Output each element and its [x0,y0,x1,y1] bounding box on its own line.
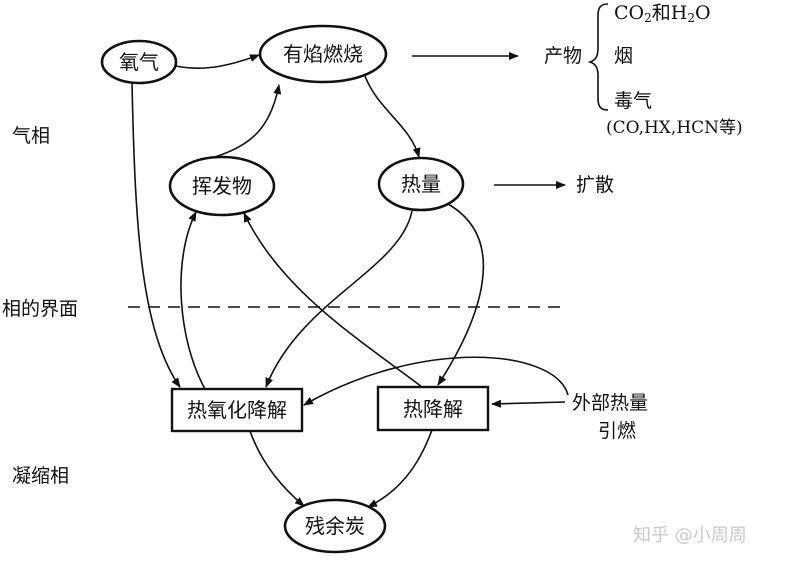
volatiles-node [168,155,276,217]
diffusion-label: 扩散 [576,174,615,196]
arrow-oxidative-to-volatiles [180,211,206,390]
arrow-heat-to-degradation [437,203,485,386]
condensed-phase-label: 凝缩相 [12,465,70,487]
arrow-oxygen-to-oxidative [131,82,181,388]
heat-node [377,156,465,212]
products-brace [587,3,609,111]
arrow-external-to-degradation [491,399,566,408]
thermal-oxidative-box [170,387,304,433]
arrow-flaming-to-heat [364,75,421,158]
thermal-degradation-label: 热降解 [403,397,463,421]
arrow-heat-to-oxidative [265,210,413,388]
external-heat-label: 外部热量 [572,392,649,414]
arrow-degradation-to-volatiles [243,212,423,388]
arrow-oxidative-to-char [249,430,305,507]
watermark-text: 知乎 @小周周 [633,525,747,546]
arrow-external-to-oxidative [303,356,569,406]
flaming-node [258,24,388,84]
arrow-degradation-to-char [367,429,433,508]
toxic-gas-label: 毒气 [614,90,653,112]
toxic-detail-label: (CO,HX,HCN等) [606,118,743,138]
oxygen-node [100,39,178,85]
heat-label: 热量 [401,172,441,196]
co2-h2o-label: CO2和H2O [614,2,711,25]
products-label: 产物 [544,45,583,67]
flaming-label: 有焰燃烧 [283,42,363,66]
thermal-degradation-box [376,385,490,432]
arrow-volatiles-to-flaming [214,84,282,158]
smoke-label: 烟 [614,45,634,67]
gas-phase-label: 气相 [12,125,51,147]
char-label: 残余炭 [305,514,365,538]
volatiles-label: 挥发物 [192,174,252,198]
interface-label: 相的界面 [2,298,79,320]
oxygen-label: 氧气 [119,50,159,74]
arrow-oxygen-to-flaming [175,54,260,69]
thermal-oxidative-label: 热氧化降解 [187,398,287,422]
char-node [283,498,387,554]
ignition-label: 引燃 [598,420,637,442]
